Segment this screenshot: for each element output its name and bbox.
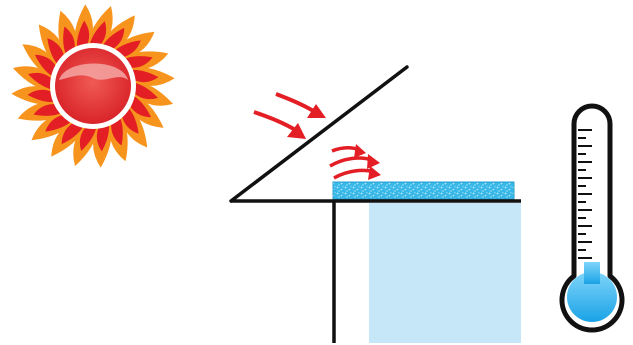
house-structure <box>229 65 521 343</box>
heat-arrow-head <box>287 123 306 139</box>
room-interior <box>369 203 521 343</box>
heat-arrow-head <box>307 104 326 118</box>
sun-ray <box>28 72 56 91</box>
heat-arrow-head <box>367 154 380 169</box>
sun-icon <box>11 4 175 168</box>
sun-highlight <box>59 63 128 80</box>
heat-arrow-head <box>354 144 366 158</box>
heat-arrow-icon <box>253 110 299 133</box>
sun-ray <box>88 21 107 49</box>
roof-slope <box>229 65 409 203</box>
heat-arrow-icon <box>329 156 373 168</box>
heat-arrow-icon <box>333 168 375 180</box>
thermometer-outline <box>559 103 625 333</box>
sun-disc <box>55 48 131 124</box>
heat-arrow-icon <box>275 92 317 114</box>
sun-rays-inner <box>27 20 159 152</box>
heat-arrows-lower <box>329 144 381 180</box>
insulation-layer <box>332 181 515 200</box>
thermometer-bulb <box>567 272 617 322</box>
heat-arrows-upper <box>253 92 326 139</box>
sun-ray <box>79 123 98 151</box>
thermometer-icon <box>559 103 625 333</box>
thermometer-column <box>584 262 600 284</box>
thermometer-scale <box>578 129 592 259</box>
heat-arrow-head <box>368 166 381 180</box>
sun-ray <box>130 81 158 100</box>
